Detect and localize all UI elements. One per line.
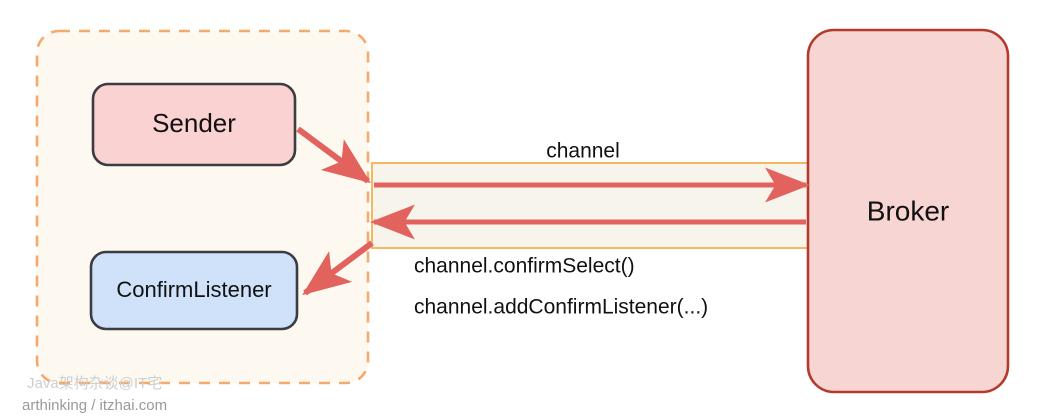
api-call-confirm-select: channel.confirmSelect() (414, 255, 635, 278)
arrow-sender-to-channel (296, 126, 371, 184)
channel-label: channel (546, 140, 620, 163)
confirm-listener-node[interactable] (89, 250, 299, 331)
api-call-add-confirm-listener: channel.addConfirmListener(...) (414, 296, 708, 319)
broker-node-label: Broker (867, 195, 949, 226)
watermark-en: arthinking / itzhai.com (22, 397, 167, 414)
sender-node[interactable] (91, 82, 297, 167)
broker-node[interactable] (806, 28, 1010, 394)
channel-box (371, 162, 810, 249)
watermark-cn: Java架构杂谈@IT宅 (27, 375, 162, 392)
confirm-listener-node-label: ConfirmListener (116, 277, 271, 302)
sender-node-label: Sender (152, 108, 236, 138)
arrow-channel-to-confirm-listener (302, 240, 374, 296)
